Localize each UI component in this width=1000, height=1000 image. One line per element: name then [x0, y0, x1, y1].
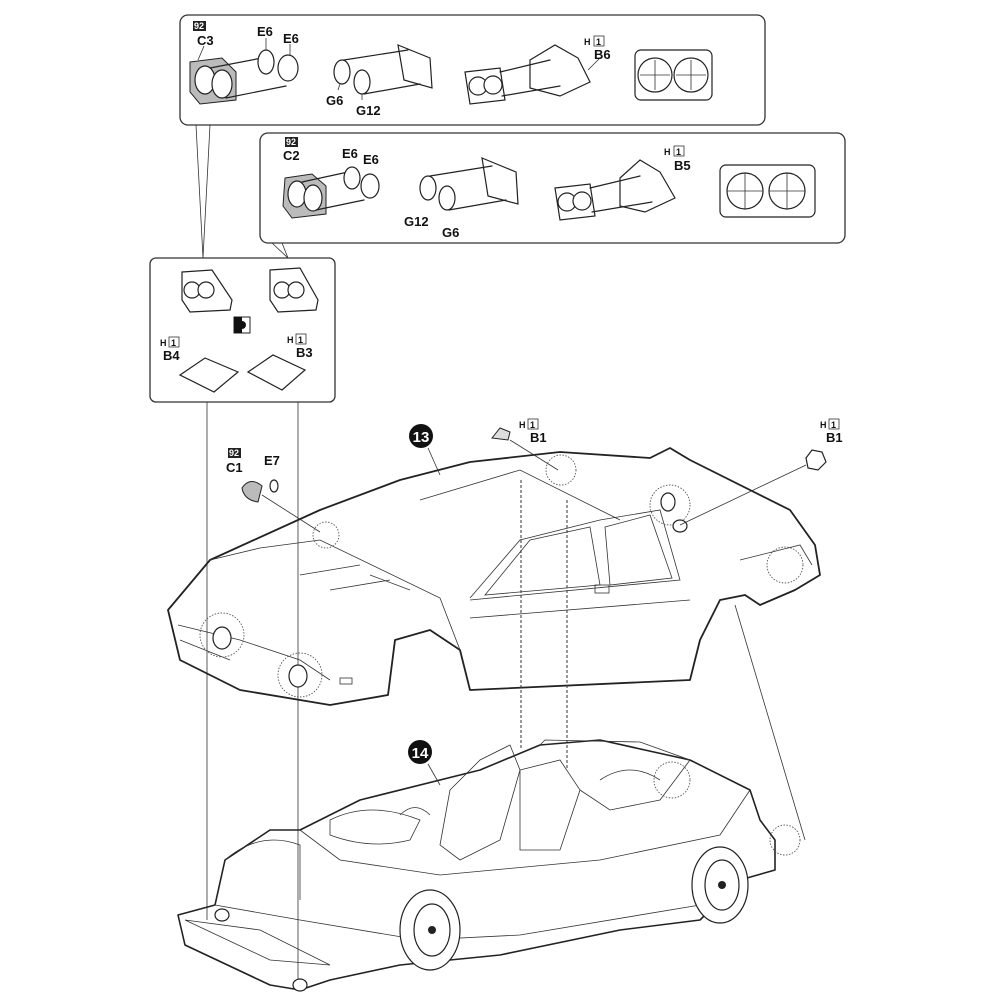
headlight-box-c: H 1 B4 H 1 B3: [149, 257, 336, 403]
paint-code-badge: [285, 137, 298, 147]
step-number: 13: [413, 429, 430, 446]
sheet-letter: H: [584, 37, 591, 47]
paint-code: 92: [229, 448, 239, 458]
sheet-number: 1: [530, 420, 535, 430]
sheet-number: 1: [676, 147, 681, 157]
part-label-b6: B6: [594, 47, 611, 62]
reflector-assembly-drawing: [333, 44, 433, 100]
part-label-c3: C3: [197, 33, 214, 48]
paint-code: 92: [286, 137, 296, 147]
step-13-marker: 13: [409, 424, 441, 476]
part-label-e6: E6: [363, 152, 379, 167]
step-number: 14: [412, 745, 429, 762]
headlight-finished-drawing: [634, 49, 713, 101]
part-label-e7: E7: [264, 453, 280, 468]
part-label-g12: G12: [356, 103, 381, 118]
housing-c2-drawing: [282, 166, 380, 219]
sheet-letter: H: [160, 338, 167, 348]
car-body-drawing: [167, 447, 821, 706]
mount-b6-drawing: [464, 44, 601, 105]
housing-c3-drawing: [189, 38, 299, 105]
paint-code: 92: [194, 21, 204, 31]
part-label-e6: E6: [283, 31, 299, 46]
sheet-number: 1: [831, 420, 836, 430]
mirror-parts: 92 C1 E7: [226, 448, 321, 533]
chassis-drawing: [177, 739, 776, 991]
part-label-g6: G6: [442, 225, 459, 240]
part-label-e6: E6: [342, 146, 358, 161]
part-label-b1: B1: [826, 430, 843, 445]
reflector-assembly-drawing: [419, 157, 519, 211]
paint-code-badge: [193, 21, 206, 31]
part-label-g12: G12: [404, 214, 429, 229]
part-label-b5: B5: [674, 158, 691, 173]
wheel-rear: [691, 846, 749, 924]
sheet-number: 1: [298, 335, 303, 345]
mount-b5-drawing: [554, 159, 676, 221]
part-label-e6: E6: [257, 24, 273, 39]
sheet-letter: H: [519, 420, 526, 430]
sheet-number: 1: [596, 37, 601, 47]
top-part-b1: H 1 B1: [491, 418, 559, 471]
headlight-finished-drawing: [719, 164, 816, 218]
side-part-b1: H 1 B1: [679, 418, 843, 526]
headlight-box-b: 92 C2 E6 E6 G12 G6 H 1 B5: [259, 132, 846, 244]
part-label-g6: G6: [326, 93, 343, 108]
part-label-b4: B4: [163, 348, 180, 363]
part-label-b1: B1: [530, 430, 547, 445]
sheet-letter: H: [664, 147, 671, 157]
part-label-b3: B3: [296, 345, 313, 360]
step-14-marker: 14: [408, 740, 441, 786]
symmetric-parts-icon: [233, 316, 251, 334]
part-label-c1: C1: [226, 460, 243, 475]
wheel-front: [399, 889, 461, 971]
headlight-box-a: 92 C3 E6 E6 G6 G12 H 1 B6: [179, 14, 766, 126]
part-label-c2: C2: [283, 148, 300, 163]
sheet-letter: H: [287, 335, 294, 345]
sheet-number: 1: [171, 338, 176, 348]
sheet-letter: H: [820, 420, 827, 430]
